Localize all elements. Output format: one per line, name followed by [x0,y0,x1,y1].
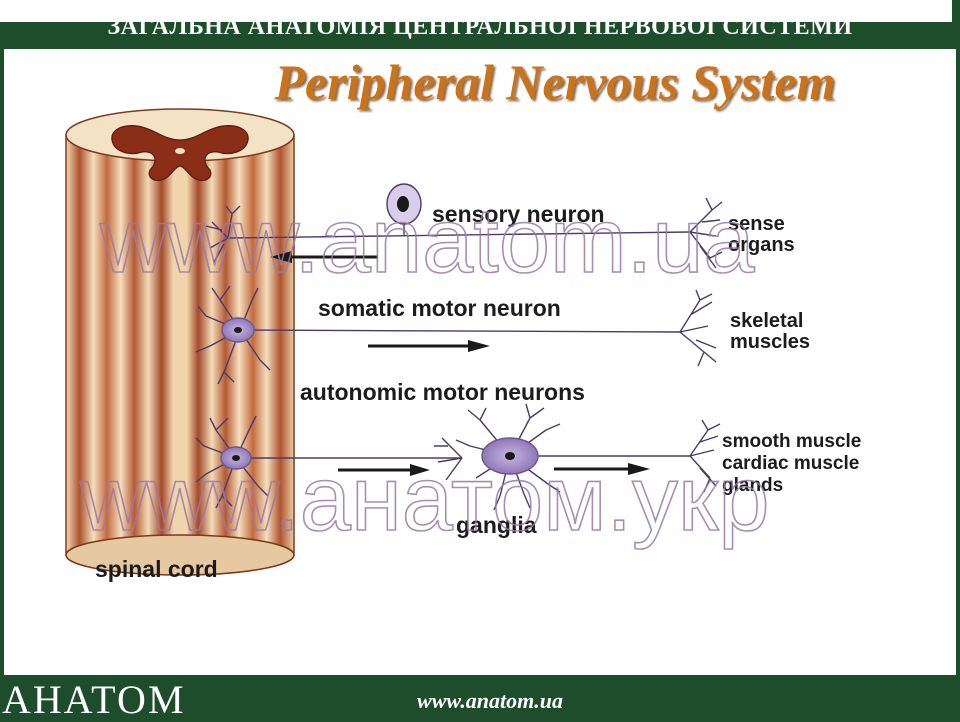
autonomic-preganglionic-neuron [195,415,463,509]
watermark-anatom-ua: www.anatom.ua [99,190,755,292]
somatic-motor-neuron [195,285,717,385]
somatic-motor-direction-arrow [368,340,490,352]
autonomic-direction-arrow-1 [338,464,430,476]
cardiac-muscle-label: cardiac muscle [722,453,859,474]
autonomic-motor-neurons-label: autonomic motor neurons [300,379,585,405]
sense-organs-label-line2: organs [728,234,795,256]
smooth-muscle-label: smooth muscle [722,431,861,452]
somatic-motor-neuron-label: somatic motor neuron [318,295,561,321]
watermark-anatom-ukr: www.анатом.укр [79,448,769,550]
spinal-cord [65,108,295,576]
autonomic-postganglionic-neuron [455,403,721,511]
footer-bar [0,676,960,720]
sense-organs-label-line1: sense [728,213,785,235]
skeletal-muscles-label-line1: skeletal [730,310,803,332]
glands-label: glands [722,475,783,496]
ganglia-label: ganglia [456,512,537,538]
footer-url-link[interactable]: www.anatom.ua [417,688,563,713]
anatom-logo: АНАТОМ [2,677,186,722]
autonomic-direction-arrow-2 [554,463,650,475]
header-title: ЗАГАЛЬНА АНАТОМІЯ ЦЕНТРАЛЬНОЇ НЕРВОВОЇ С… [107,14,853,40]
header-white-strip [0,0,952,22]
spinal-cord-label: spinal cord [95,556,218,582]
sensory-direction-arrow [270,251,378,263]
skeletal-muscles-label-line2: muscles [730,331,810,353]
slide-title: Peripheral Nervous System [274,54,836,110]
sensory-neuron [205,183,723,269]
sensory-neuron-label: sensory neuron [432,201,605,227]
